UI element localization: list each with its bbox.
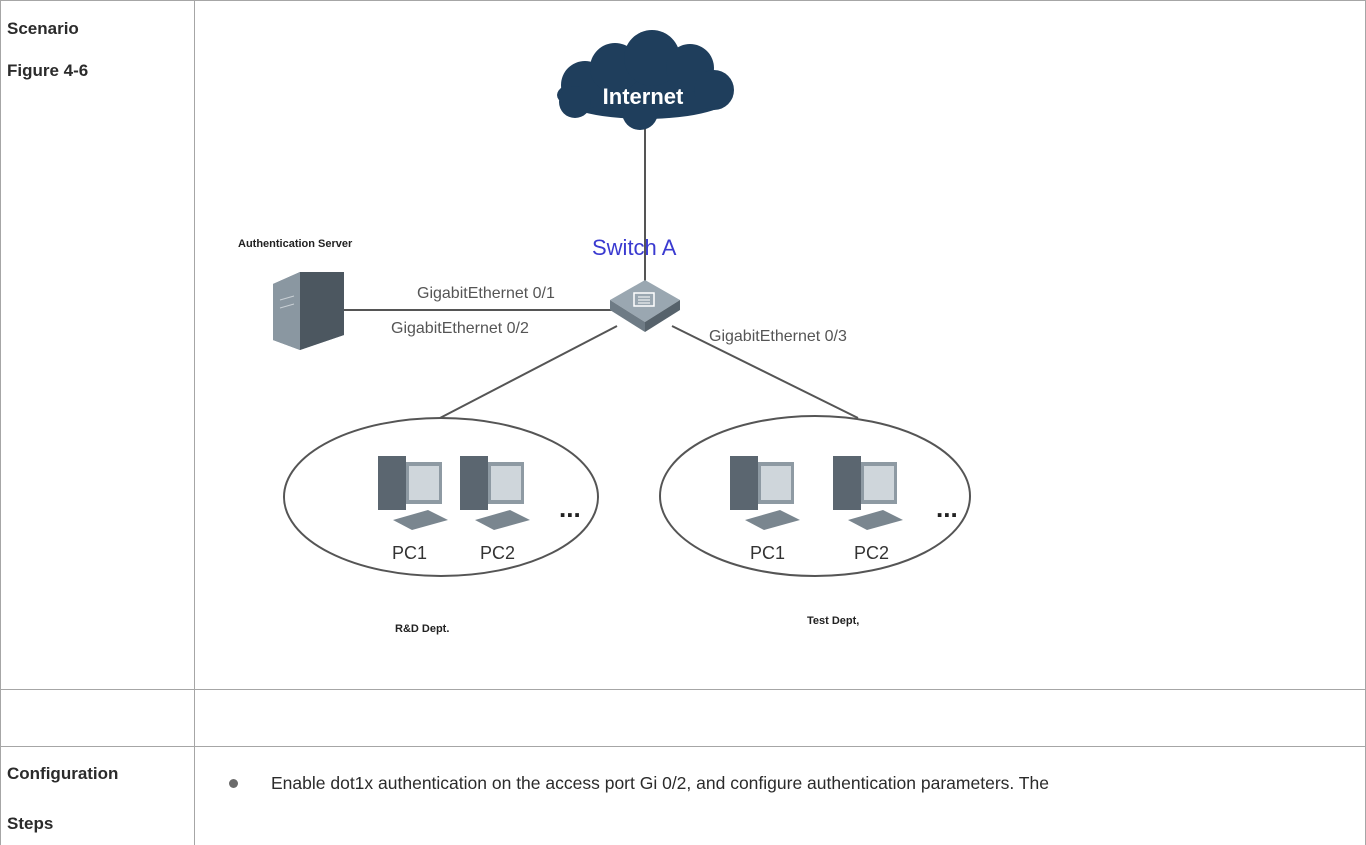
pc-icon (460, 456, 530, 530)
figure-label: Figure 4-6 (7, 61, 89, 80)
configuration-label: Configuration (7, 764, 119, 783)
port1-label: GigabitEthernet 0/1 (417, 285, 555, 302)
pc-icon (833, 456, 903, 530)
steps-label: Steps (7, 814, 54, 833)
pc-label: PC2 (854, 543, 889, 563)
server-icon (273, 272, 344, 350)
network-diagram: Internet Switch A GigabitEthernet 0/1 Gi… (238, 30, 971, 635)
port3-label: GigabitEthernet 0/3 (709, 328, 847, 345)
port2-label: GigabitEthernet 0/2 (391, 320, 529, 337)
auth-server-label: Authentication Server (238, 238, 353, 250)
pc-icon (378, 456, 448, 530)
rnd-group-ellipse (283, 417, 599, 577)
rnd-link (439, 325, 618, 419)
switch-label: Switch A (592, 235, 677, 260)
row-divider (0, 746, 1366, 747)
pc-icon (730, 456, 800, 530)
config-step-text: Enable dot1x authentication on the acces… (271, 773, 1049, 793)
test-dept-label: Test Dept, (807, 615, 859, 627)
bullet-icon (229, 779, 238, 788)
table-top-border (0, 0, 1366, 1)
ellipsis: ... (559, 493, 581, 523)
internet-label: Internet (603, 84, 684, 109)
table-left-border (0, 0, 1, 845)
pc-label: PC1 (750, 543, 785, 563)
switch-icon (610, 280, 680, 332)
internet-cloud-icon (557, 30, 734, 130)
column-divider (194, 0, 195, 845)
scenario-label: Scenario (7, 19, 79, 38)
ellipsis: ... (936, 493, 958, 523)
pc-label: PC1 (392, 543, 427, 563)
test-link (671, 325, 859, 419)
row-divider (0, 689, 1366, 690)
test-group-ellipse (659, 415, 971, 577)
rnd-dept-label: R&D Dept. (395, 623, 449, 635)
pc-label: PC2 (480, 543, 515, 563)
